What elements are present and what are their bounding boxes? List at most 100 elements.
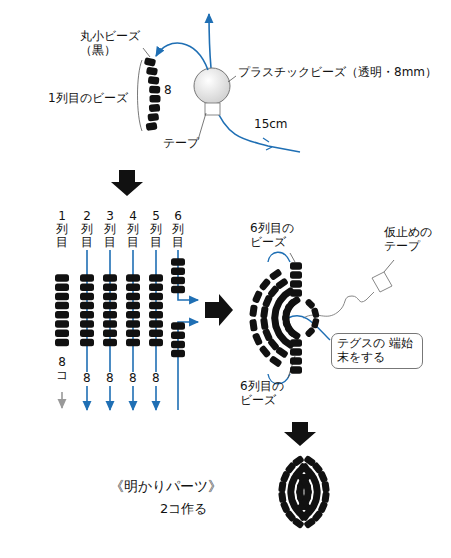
seed-bead — [126, 293, 140, 301]
seed-bead — [149, 274, 163, 282]
seed-bead — [55, 320, 69, 328]
seed-bead — [126, 339, 140, 347]
seed-bead — [278, 491, 286, 503]
seed-bead — [260, 306, 269, 319]
seed-bead — [252, 290, 263, 304]
seed-bead — [149, 302, 163, 310]
seed-bead — [171, 341, 185, 349]
seed-bead — [55, 302, 69, 310]
seed-bead — [126, 329, 140, 337]
seed-bead — [171, 277, 185, 285]
seed-bead — [55, 293, 69, 301]
seed-bead — [290, 348, 302, 356]
part-label: 6列目のビーズ — [240, 380, 294, 408]
note-text: テグスの 端始末をする — [337, 337, 417, 365]
seed-bead — [278, 481, 286, 493]
seed-bead — [252, 332, 263, 346]
column-label: 8コ — [56, 356, 68, 382]
seed-bead — [149, 329, 163, 337]
seed-bead — [321, 491, 329, 503]
part-label: 6列目のビーズ — [250, 222, 304, 250]
seed-bead — [171, 286, 185, 294]
part-label: 1列目のビーズ — [48, 92, 128, 106]
column-label: 6列目 — [172, 210, 184, 250]
part-label: 8 — [82, 372, 92, 386]
seed-bead — [103, 302, 117, 310]
seed-bead — [171, 331, 185, 339]
part-label: 8 — [164, 84, 172, 98]
seed-bead — [288, 295, 302, 308]
seed-bead — [149, 339, 163, 347]
seed-bead — [290, 289, 302, 297]
part-label: 仮止めのテープ — [384, 226, 440, 254]
seed-bead — [321, 481, 329, 493]
seed-bead — [126, 302, 140, 310]
seed-bead — [290, 339, 302, 347]
seed-bead — [149, 320, 163, 328]
seed-bead — [269, 268, 283, 281]
seed-bead — [80, 329, 94, 337]
part-label: テープ — [163, 137, 199, 151]
seed-bead — [55, 283, 69, 291]
seed-bead — [80, 302, 94, 310]
part-label: 8 — [128, 372, 138, 386]
seed-bead — [80, 339, 94, 347]
seed-bead — [149, 95, 160, 103]
seed-bead — [258, 345, 271, 359]
seed-bead — [290, 262, 302, 270]
seed-bead — [146, 122, 158, 131]
column-label: 2列目 — [81, 210, 93, 250]
seed-bead — [171, 350, 185, 358]
seed-bead — [311, 318, 320, 329]
seed-bead — [303, 517, 316, 529]
seed-bead — [149, 86, 160, 94]
seed-bead — [80, 283, 94, 291]
seed-bead — [311, 307, 320, 318]
seed-bead — [147, 113, 159, 122]
seed-bead — [126, 283, 140, 291]
seed-bead — [103, 339, 117, 347]
seed-bead — [249, 319, 258, 332]
seed-bead — [148, 76, 160, 85]
seed-bead — [149, 104, 160, 112]
seed-bead — [103, 274, 117, 282]
seed-bead — [80, 293, 94, 301]
part-label: 8 — [105, 372, 115, 386]
seed-bead — [103, 283, 117, 291]
seed-bead — [290, 271, 302, 279]
seed-bead — [55, 339, 69, 347]
part-label: 2コ作る — [160, 502, 207, 517]
column-label: 5列目 — [150, 210, 162, 250]
seed-bead — [55, 311, 69, 319]
column-label: 1列目 — [56, 210, 68, 250]
seed-bead — [258, 278, 271, 292]
seed-bead — [126, 274, 140, 282]
seed-bead — [290, 280, 302, 288]
column-label: 3列目 — [104, 210, 116, 250]
seed-bead — [171, 258, 185, 266]
seed-bead — [80, 311, 94, 319]
seed-bead — [103, 329, 117, 337]
seed-bead — [55, 274, 69, 282]
seed-bead — [249, 304, 258, 317]
seed-bead — [304, 326, 316, 338]
seed-bead — [103, 311, 117, 319]
seed-bead — [149, 311, 163, 319]
seed-bead — [149, 283, 163, 291]
seed-bead — [146, 67, 158, 76]
part-label: 15cm — [254, 118, 288, 132]
seed-bead — [262, 328, 273, 342]
note-box: テグスの 端始末をする — [331, 333, 423, 369]
seed-bead — [55, 329, 69, 337]
seed-bead — [149, 293, 163, 301]
seed-bead — [126, 320, 140, 328]
seed-bead — [171, 267, 185, 275]
part-label: 8 — [151, 372, 161, 386]
seed-bead — [260, 317, 269, 330]
seed-bead — [290, 366, 302, 374]
seed-bead — [80, 320, 94, 328]
part-label: 丸小ビーズ （黒） — [80, 30, 144, 58]
seed-bead — [171, 322, 185, 330]
